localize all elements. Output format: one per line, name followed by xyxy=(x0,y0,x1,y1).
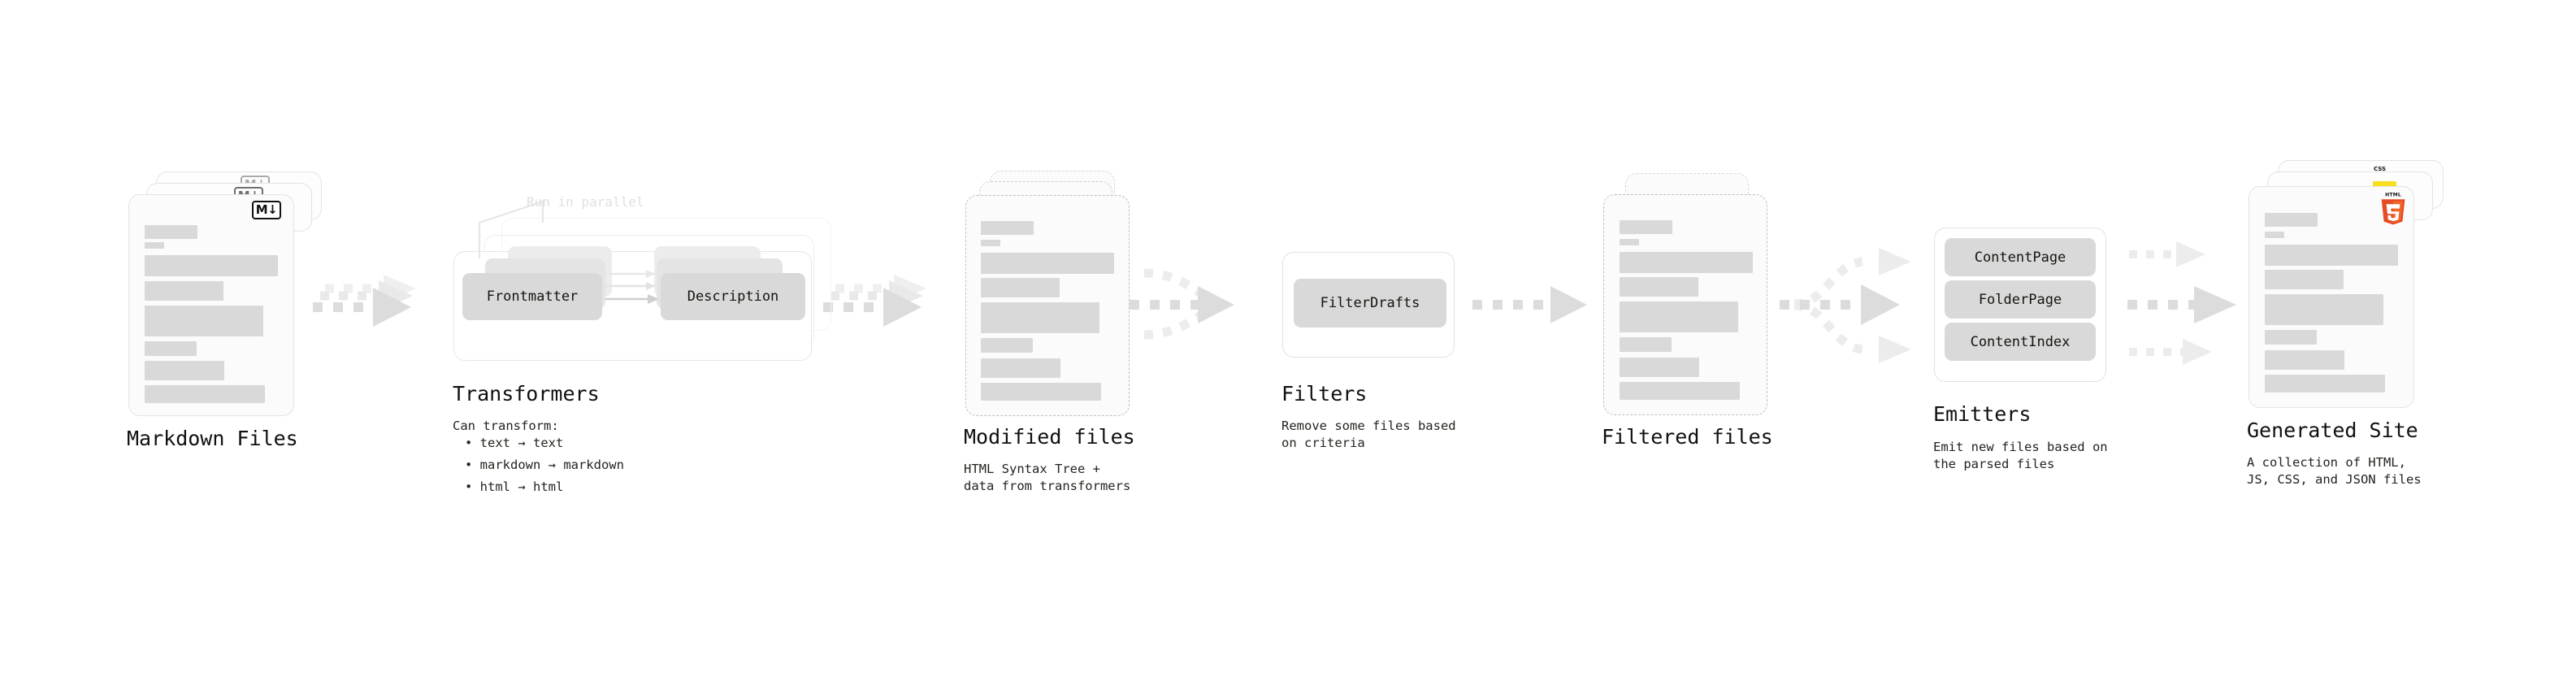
doc-bar xyxy=(981,358,1060,378)
doc-bar xyxy=(2265,330,2317,345)
modified-files-title: Modified files xyxy=(964,425,1135,449)
filters-title: Filters xyxy=(1281,382,1368,406)
doc-bar xyxy=(1620,358,1699,377)
doc-bar xyxy=(145,242,164,249)
arrow-transformers-to-modified xyxy=(823,275,926,327)
generated-site-title: Generated Site xyxy=(2247,419,2418,442)
doc-bar xyxy=(145,385,265,403)
doc-bar xyxy=(1620,337,1672,352)
emitter-pill-folderpage[interactable]: FolderPage xyxy=(1945,280,2096,319)
doc-bar xyxy=(981,240,1000,246)
doc-bar xyxy=(145,255,278,276)
markdown-icon: M↓ xyxy=(252,201,281,219)
arrow-modified-to-filters xyxy=(1130,268,1234,340)
doc-bar xyxy=(1620,239,1639,245)
doc-bar xyxy=(145,361,224,380)
run-in-parallel-bracket xyxy=(478,200,544,258)
generated-site-desc-l1: A collection of HTML, xyxy=(2247,455,2406,470)
doc-bar xyxy=(981,338,1033,353)
doc-bar xyxy=(2265,294,2383,325)
doc-bar xyxy=(1620,382,1740,400)
emitters-desc-l1: Emit new files based on xyxy=(1933,440,2108,454)
doc-bar xyxy=(145,341,197,356)
run-in-parallel-label: Run in parallel xyxy=(527,194,644,210)
transformer-pill-description[interactable]: Description xyxy=(661,273,805,320)
doc-bar xyxy=(145,306,263,336)
emitter-pill-contentindex[interactable]: ContentIndex xyxy=(1945,323,2096,361)
emitters-desc-l2: the parsed files xyxy=(1933,457,2055,471)
doc-bar xyxy=(2265,270,2344,289)
css-icon-label: CSS xyxy=(2374,166,2387,172)
emitter-pill-contentpage[interactable]: ContentPage xyxy=(1945,238,2096,276)
transformers-desc-intro: Can transform: xyxy=(453,419,559,433)
transformers-bullet-3: • html → html xyxy=(465,479,564,494)
arrow-filtered-to-emitters xyxy=(1780,248,1911,363)
filters-desc-l1: Remove some files based xyxy=(1281,419,1456,433)
doc-bar xyxy=(2265,232,2284,238)
transformers-bullet-1: • text → text xyxy=(465,436,564,450)
doc-bar xyxy=(981,383,1101,401)
doc-bar xyxy=(1620,277,1698,297)
emitters-title: Emitters xyxy=(1933,402,2032,426)
doc-bar xyxy=(145,225,197,239)
transformer-pill-frontmatter[interactable]: Frontmatter xyxy=(462,273,602,320)
filters-desc-l2: on criteria xyxy=(1281,436,1365,450)
transformers-title: Transformers xyxy=(453,382,600,406)
transformers-bullet-2: • markdown → markdown xyxy=(465,458,624,472)
doc-bar xyxy=(2265,350,2344,370)
doc-bar xyxy=(981,302,1099,333)
doc-bar xyxy=(981,221,1034,235)
arrow-markdown-to-transformers xyxy=(313,275,416,327)
modified-files-desc-l1: HTML Syntax Tree + xyxy=(964,462,1100,476)
arrow-emitters-to-site xyxy=(2127,241,2236,365)
doc-bar xyxy=(1620,301,1738,332)
svg-text:HTML: HTML xyxy=(2385,193,2401,198)
markdown-files-title: Markdown Files xyxy=(127,427,298,450)
transformer-ghost-arrows xyxy=(605,270,659,304)
html5-icon: HTML xyxy=(2381,193,2405,225)
doc-bar xyxy=(2265,245,2398,266)
doc-bar xyxy=(2265,213,2318,227)
generated-site-desc-l2: JS, CSS, and JSON files xyxy=(2247,472,2422,487)
doc-bar xyxy=(145,281,223,301)
filter-pill-filterdrafts[interactable]: FilterDrafts xyxy=(1294,279,1446,327)
filtered-files-title: Filtered files xyxy=(1602,425,1773,449)
doc-bar xyxy=(1620,220,1672,234)
doc-bar xyxy=(2265,375,2385,393)
modified-files-desc-l2: data from transformers xyxy=(964,479,1131,493)
arrow-filters-to-filtered xyxy=(1472,286,1587,323)
doc-bar xyxy=(981,253,1114,274)
doc-bar xyxy=(981,278,1060,297)
doc-bar xyxy=(1620,252,1753,273)
